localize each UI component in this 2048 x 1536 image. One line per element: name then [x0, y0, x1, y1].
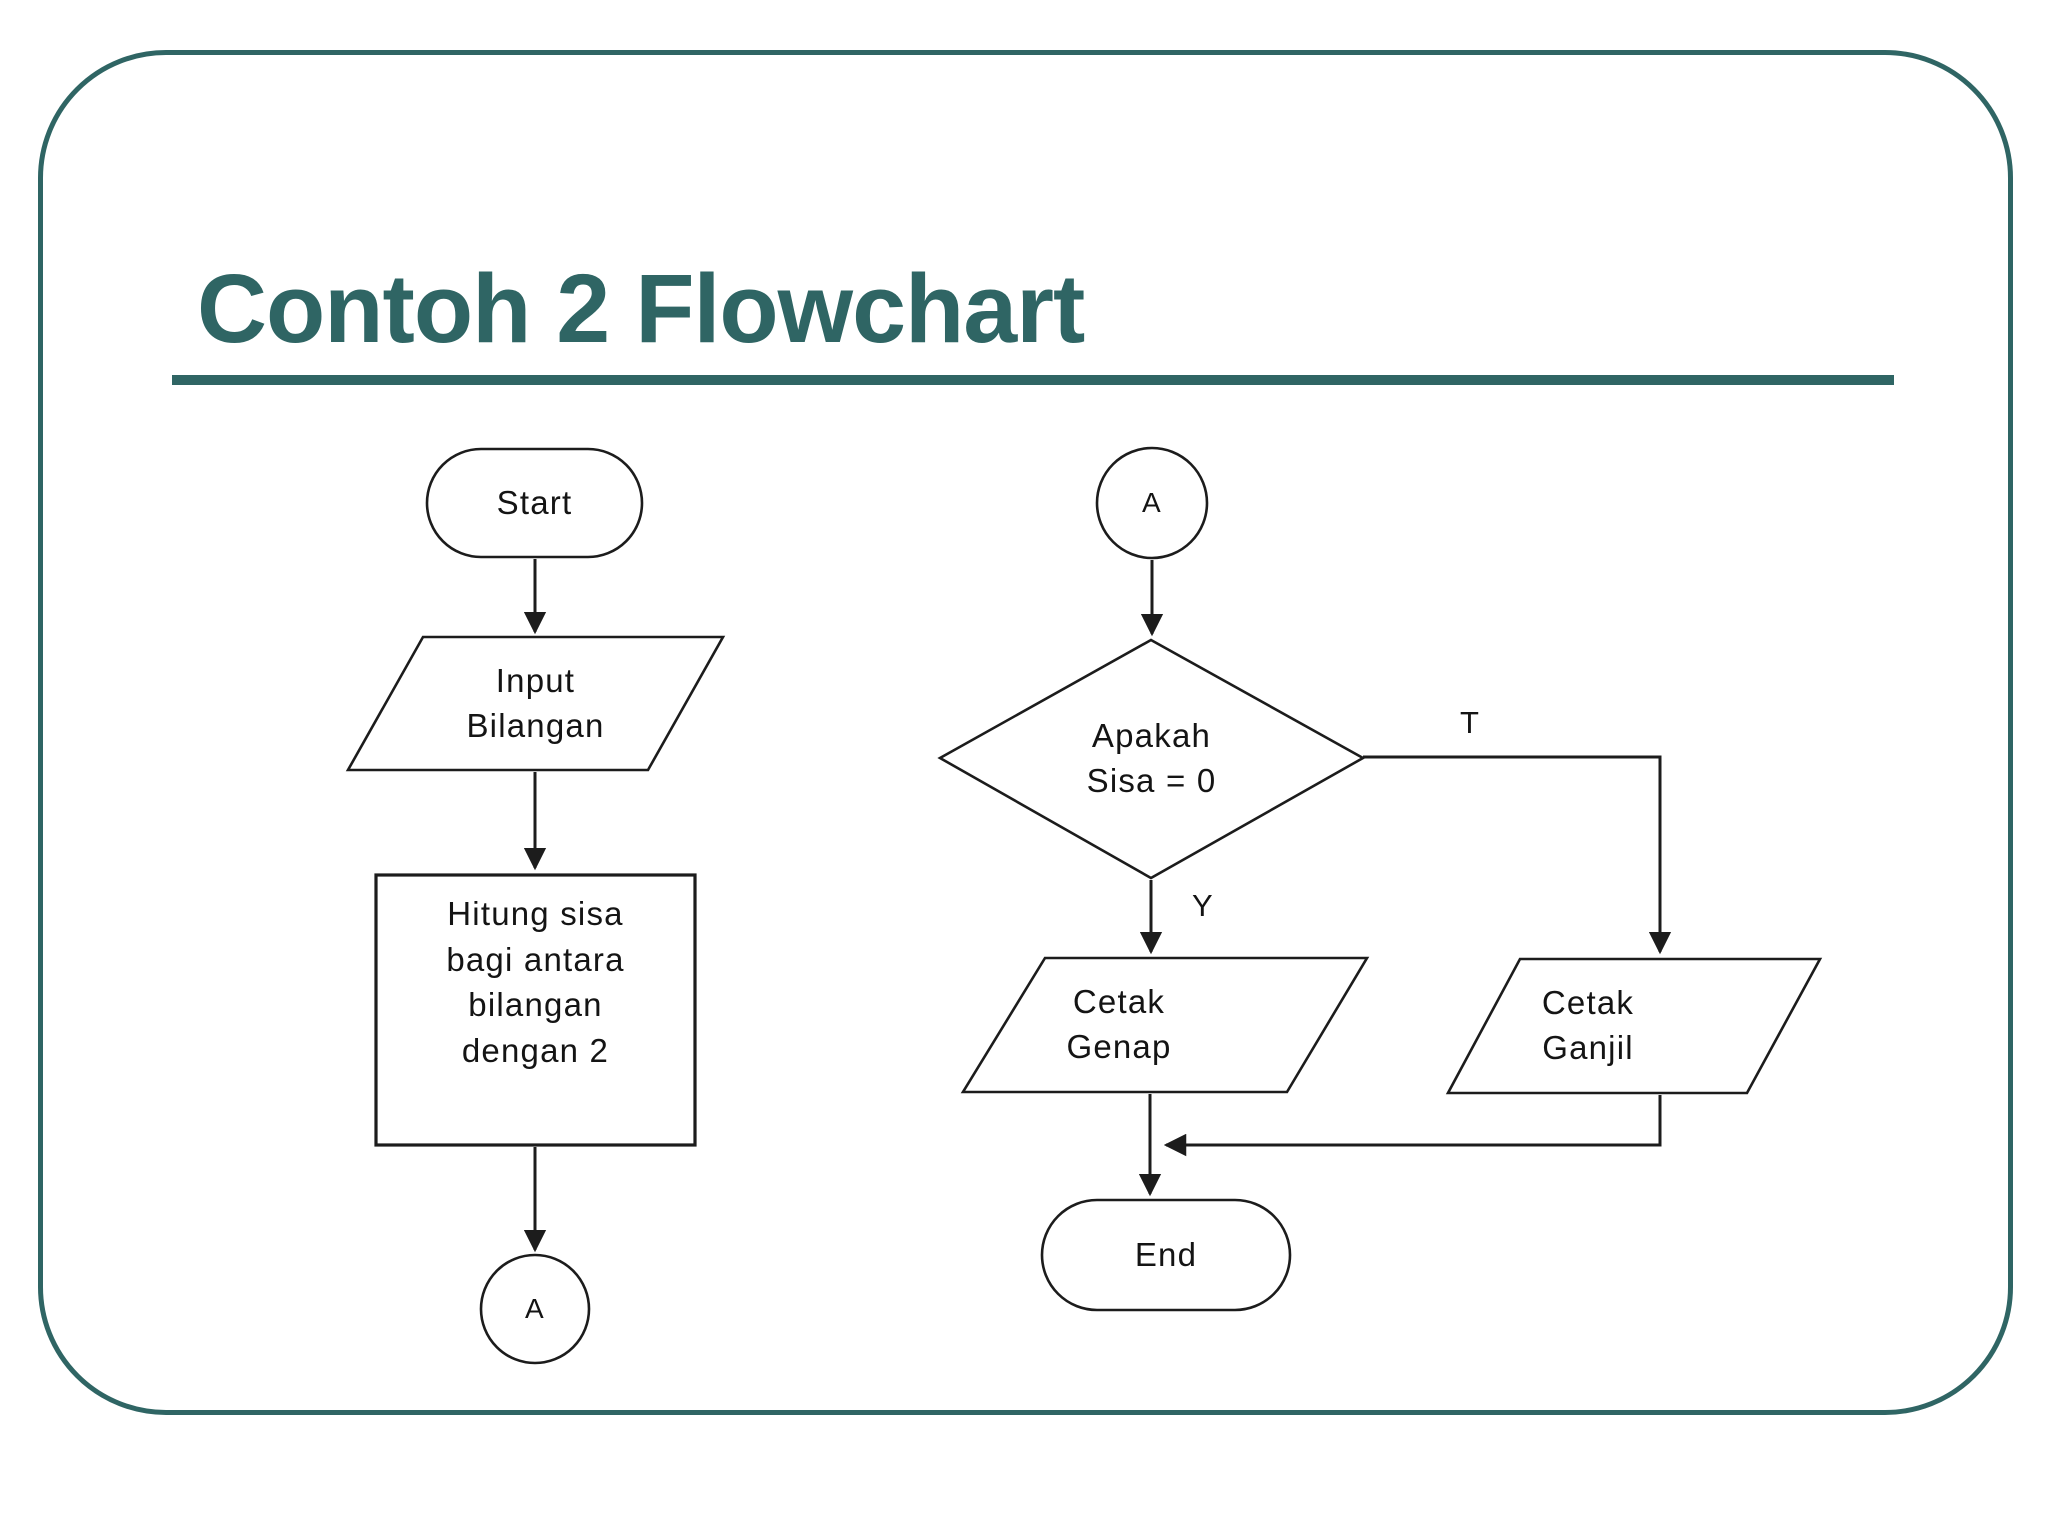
connector-a-right-label: A	[1142, 487, 1162, 519]
edge-decision-no-to-print-odd	[1363, 755, 1672, 955]
edge-print-odd-merge	[1163, 1095, 1662, 1157]
print-odd-node-label: Cetak Ganjil	[1541, 984, 1635, 1066]
slide-border	[38, 50, 2013, 1415]
connector-a-left-label: A	[525, 1293, 545, 1325]
page-title: Contoh 2 Flowchart	[197, 254, 1085, 363]
input-node-label: Input Bilangan	[466, 661, 605, 744]
print-even-node-label: Cetak Genap	[1066, 983, 1172, 1065]
process-rectangle-shape	[374, 873, 697, 1147]
process-node-label: Hitung sisa bagi antara bilangan dengan …	[446, 895, 625, 1069]
decision-diamond-shape	[937, 638, 1366, 880]
no-branch-label: T	[1460, 705, 1480, 740]
title-underline	[172, 375, 1894, 385]
end-node-label: End	[1134, 1235, 1198, 1273]
yes-branch-label: Y	[1192, 888, 1214, 923]
connector-a-right-shape	[1095, 446, 1209, 560]
start-terminator-shape	[425, 447, 644, 559]
print-even-parallelogram-shape	[960, 956, 1370, 1094]
end-terminator-shape	[1040, 1198, 1292, 1312]
start-node-label: Start	[496, 483, 573, 521]
connector-a-left-shape	[479, 1253, 591, 1365]
input-parallelogram-shape	[345, 635, 726, 772]
print-odd-parallelogram-shape	[1445, 957, 1823, 1095]
decision-node-label: Apakah Sisa = 0	[1086, 717, 1217, 799]
